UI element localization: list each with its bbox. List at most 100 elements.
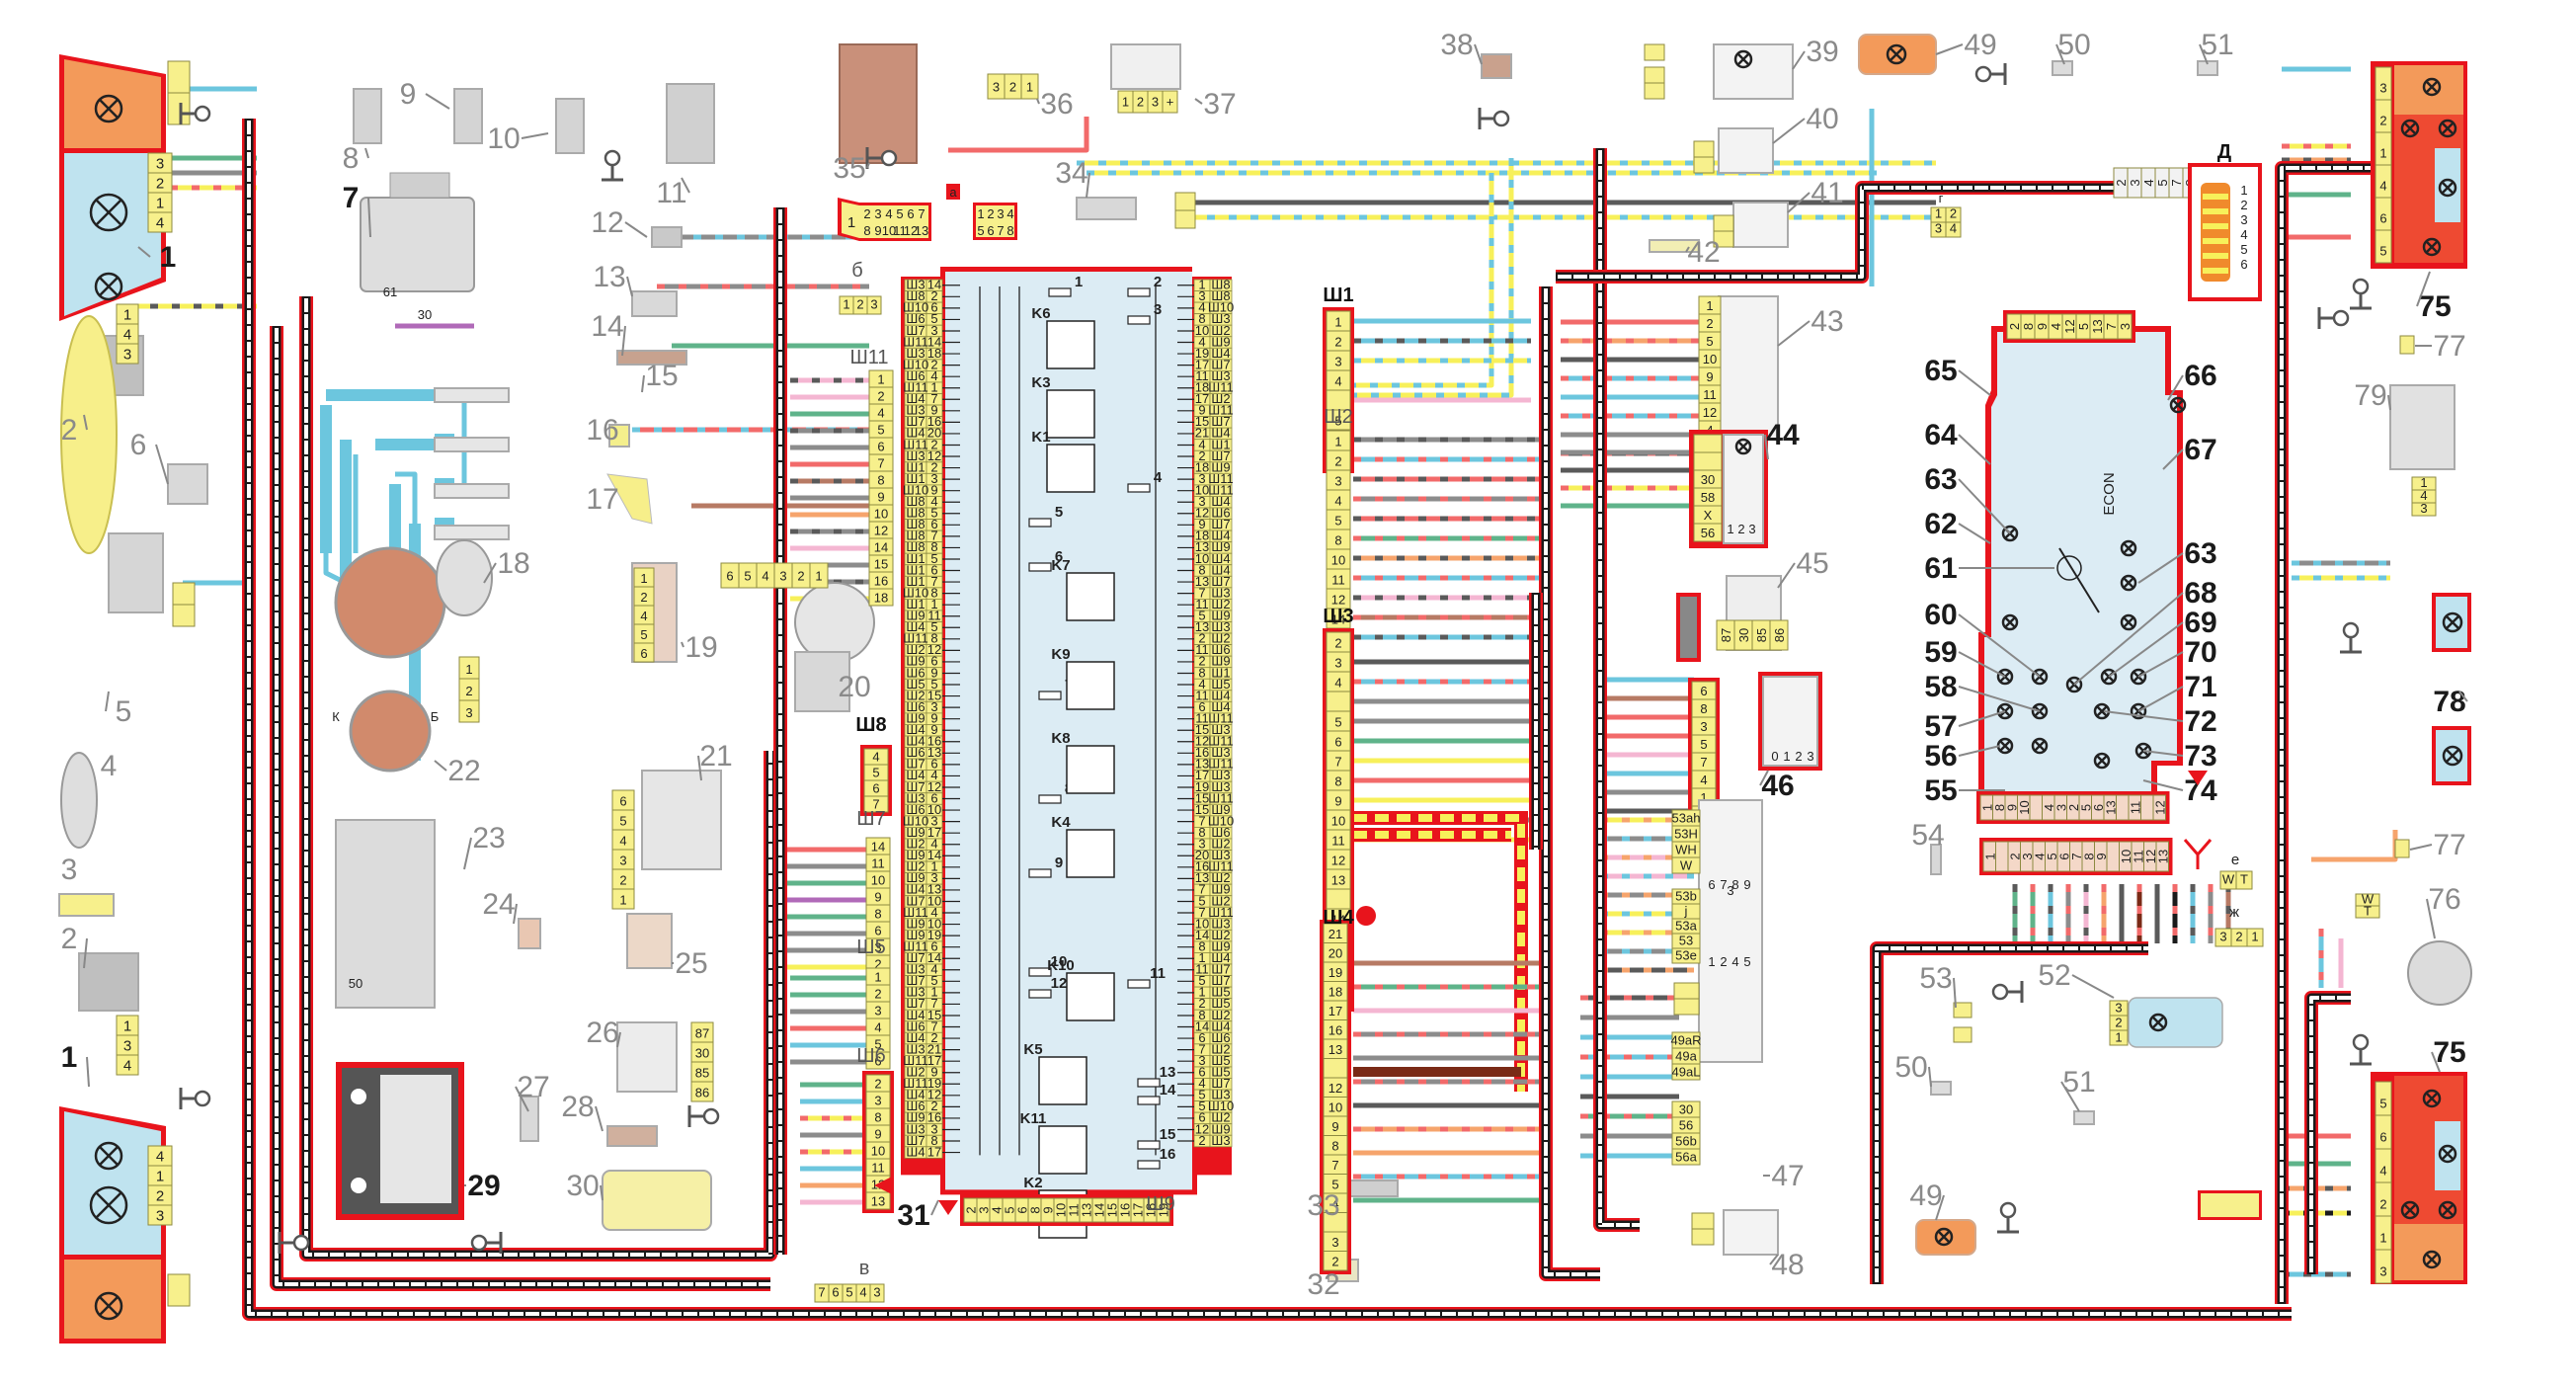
harness-layer xyxy=(242,119,2380,1321)
ground-icon xyxy=(687,1105,704,1127)
seat-switch-53-b xyxy=(1953,1026,1972,1043)
pin-label: 85 xyxy=(1754,628,1769,642)
pin-label: 11 xyxy=(871,855,885,870)
switch-46-connector: 68357412 xyxy=(1688,678,1720,828)
component-number-67: 67 xyxy=(2184,434,2216,466)
leader-line xyxy=(105,691,110,712)
relay-K5 xyxy=(1038,1056,1087,1105)
fusebox-left-pin-num: 6 xyxy=(930,938,937,953)
fusebox-left-pin-num: 12 xyxy=(927,642,941,657)
pin-label: 3 xyxy=(870,297,877,312)
harness-cluster-bottom-ticks xyxy=(1875,946,2148,1284)
pin-label: 10 xyxy=(874,506,888,521)
pin-label: 3 xyxy=(123,347,131,364)
pin-label: 10 xyxy=(1331,814,1345,829)
pin-label: 1 xyxy=(1334,315,1341,330)
component-number-44: 44 xyxy=(1766,419,1800,451)
wire xyxy=(948,117,1089,153)
fusebox-left-pin-num: 13 xyxy=(927,882,941,897)
pin-label: 3 xyxy=(2219,930,2226,944)
pin-label: 53b xyxy=(1675,889,1697,904)
component-number-33: 33 xyxy=(1307,1189,1339,1222)
headlamp-bottom xyxy=(59,1106,166,1343)
fuse-number: 11 xyxy=(1150,965,1166,982)
connector-sh4-label: Ш4 xyxy=(1323,907,1354,929)
switch-47-upper-position: 9 xyxy=(1743,877,1750,892)
ground-icon xyxy=(486,1232,503,1254)
pin-label: W xyxy=(1680,857,1693,872)
pin-label: 5 xyxy=(1334,514,1341,529)
pin-label: 56 xyxy=(1701,526,1715,540)
fusebox-left-pin-num: 17 xyxy=(927,1144,941,1159)
switch-47-mid-position: 4 xyxy=(1731,954,1738,969)
fusebox-left-pin-num: 4 xyxy=(930,768,937,782)
fusebox-left-pin-num: 6 xyxy=(930,300,937,315)
component-number-17: 17 xyxy=(586,483,618,516)
pin-label: 5 xyxy=(896,206,903,221)
pin-label: 19 xyxy=(1328,965,1342,980)
component-number-78: 78 xyxy=(2433,686,2465,718)
connector-sh9-label: Ш9 xyxy=(1146,1193,1174,1215)
fusebox-left-pin-num: 5 xyxy=(930,551,937,566)
fusebox-left-socket: Ш6 xyxy=(906,1099,925,1113)
pin-label: 14 xyxy=(871,839,885,854)
pin-label: 9 xyxy=(877,489,884,504)
fusebox-left-socket: Ш11 xyxy=(903,631,927,646)
hot-wire-core xyxy=(1353,814,1525,1092)
switch-47-mid-position: 2 xyxy=(1720,954,1727,969)
connector-pin xyxy=(1174,192,1196,211)
pin-label: 4 xyxy=(762,569,768,584)
fusebox-left-pin-num: 5 xyxy=(930,311,937,326)
component-number-8: 8 xyxy=(343,142,360,175)
fusebox-left-pin-num: 14 xyxy=(927,278,941,292)
rear-defrost-switch-40 xyxy=(1718,127,1774,174)
ground-terminal xyxy=(2342,621,2360,639)
vacuum-advance xyxy=(436,539,493,616)
pin-label: 1 xyxy=(1026,80,1033,95)
connector-pin xyxy=(147,211,173,233)
fusebox-left-socket: Ш5 xyxy=(906,677,925,692)
ignition-key-icon xyxy=(1680,597,1697,658)
pin-label: 10 xyxy=(882,223,896,238)
component-number-77: 77 xyxy=(2433,330,2465,363)
relay-label: K10 xyxy=(1047,957,1075,974)
horn-17 xyxy=(606,473,653,525)
lamp-cross xyxy=(1737,441,1749,452)
lamp-cross xyxy=(95,199,122,226)
rear-wiper-motor-79 xyxy=(2389,384,2455,470)
ground-terminal xyxy=(604,149,621,167)
pin-label: 6 xyxy=(987,223,994,238)
component-number-63b: 63 xyxy=(2184,537,2216,570)
pin-label: 3 xyxy=(1331,1235,1338,1250)
connector-pin xyxy=(1693,451,1723,471)
heater-39 xyxy=(1713,43,1794,100)
fusebox-left-pin-num: 13 xyxy=(927,745,941,760)
alternator-body xyxy=(360,197,475,292)
coil-terminal-k: К xyxy=(332,709,340,724)
pin-label: 53ah xyxy=(1672,810,1701,825)
fusebox-left-pin-num: 5 xyxy=(930,973,937,988)
pin-label: 12 xyxy=(904,223,918,238)
connector-sh3-label: Ш3 xyxy=(1323,606,1353,627)
pin-label: 2 xyxy=(156,1188,164,1205)
fusebox-left-pin-num: 21 xyxy=(927,1041,941,1056)
fusebox-left-pin-num: 18 xyxy=(927,346,941,361)
fan-switch-37-body xyxy=(1110,43,1181,90)
sensor-42 xyxy=(1649,239,1700,253)
fusebox-left-pin-num: 10 xyxy=(927,802,941,817)
relay-K10 xyxy=(1066,972,1115,1021)
component-number-41: 41 xyxy=(1811,177,1843,209)
pin-label: 7 xyxy=(2169,179,2184,186)
pin-label: 10 xyxy=(1331,553,1345,568)
pin-label: 1 xyxy=(1122,94,1129,109)
pin-label: 2 xyxy=(640,590,647,605)
connector-pin xyxy=(1644,43,1665,61)
fusebox-left-socket: Ш9 xyxy=(906,710,925,725)
lamp-icon xyxy=(1734,438,1752,455)
lamp-icon xyxy=(94,94,123,123)
fusebox-left-socket: Ш8 xyxy=(906,529,925,543)
fusebox-left-pin-num: 6 xyxy=(930,517,937,531)
